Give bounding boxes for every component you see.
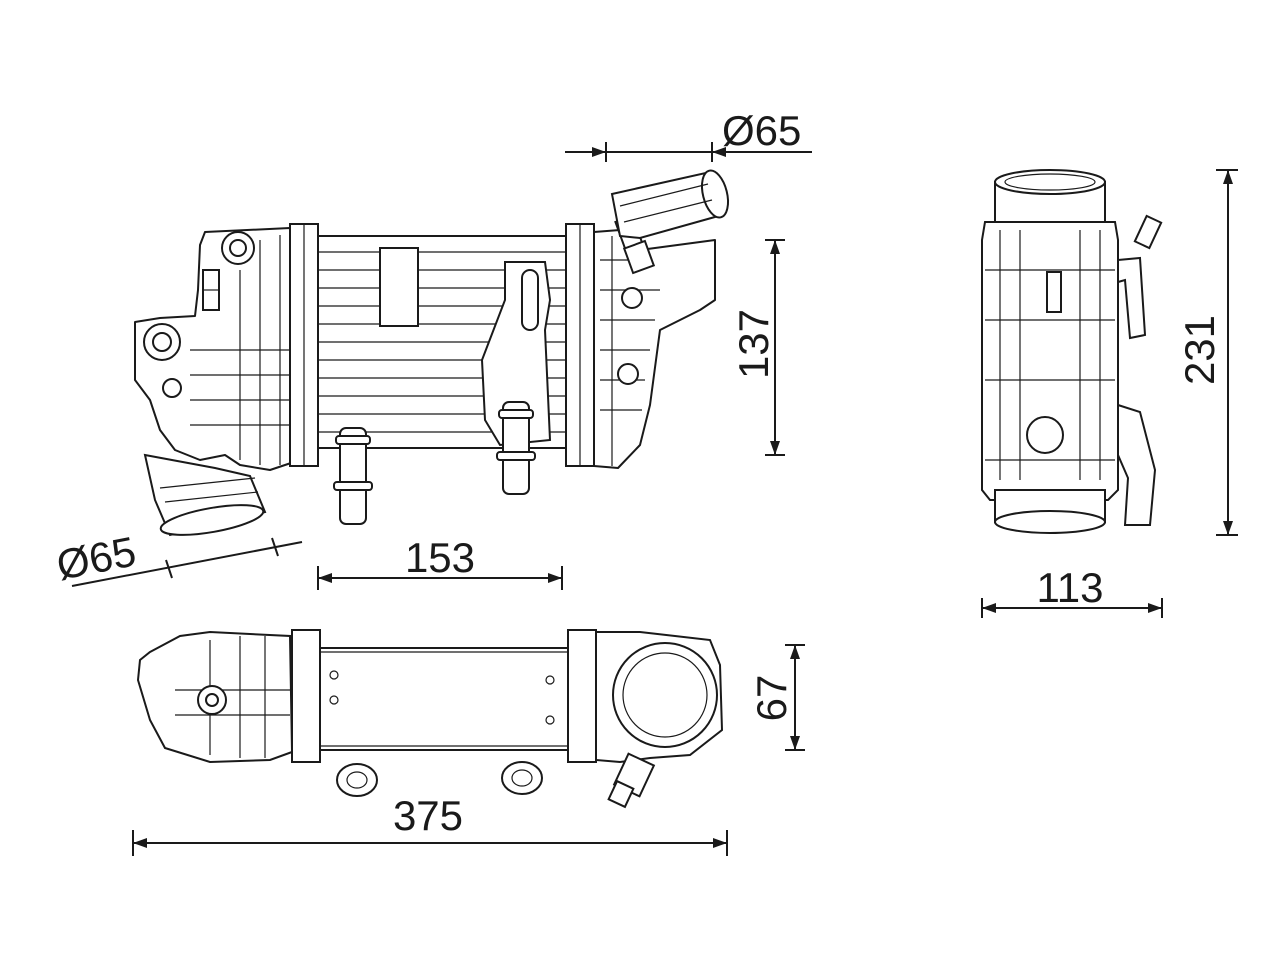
top-inlet-ring (612, 642, 718, 748)
top-inlet-pipe (610, 170, 724, 240)
side-coolant-pipe-lower (1117, 403, 1157, 526)
side-center-boss (1026, 416, 1064, 454)
label-inlet-bottom-diameter: Ø65 (53, 528, 140, 589)
coolant-pipe-left (333, 427, 373, 525)
side-coolant-pipe-upper (1117, 256, 1147, 340)
top-right-header (567, 629, 597, 763)
dim-overall-height (1216, 169, 1238, 536)
dim-core-width (317, 566, 563, 590)
side-bottom-opening (994, 510, 1106, 534)
side-sensor (1046, 271, 1062, 313)
label-overall-height: 231 (1176, 315, 1223, 385)
dim-inlet-bottom (71, 537, 303, 587)
dimension-lines (71, 142, 1238, 856)
left-tank-ribs (190, 235, 300, 465)
top-left-header (291, 629, 321, 763)
top-core (319, 647, 569, 751)
dim-core-height (765, 239, 785, 456)
side-right-sensor (1133, 214, 1163, 250)
top-view (136, 629, 724, 809)
left-upper-mount-boss (221, 231, 255, 265)
top-left-sensor (197, 685, 227, 715)
label-plate (379, 247, 419, 327)
label-core-height: 137 (730, 309, 777, 379)
dim-top-depth (785, 644, 805, 751)
front-view (134, 169, 730, 537)
dimension-labels: Ø65 Ø65 153 137 231 113 67 375 (53, 107, 1223, 839)
coolant-pipe-right (496, 401, 536, 495)
dim-overall-length (132, 830, 728, 856)
top-coolant-stub-right (501, 761, 543, 795)
bottom-inlet-opening (159, 504, 265, 536)
dim-side-width (981, 598, 1163, 618)
label-core-width: 153 (405, 534, 475, 581)
label-side-width: 113 (1037, 564, 1104, 611)
right-upper-bolt (621, 287, 643, 309)
dim-inlet-top (565, 142, 812, 162)
top-inlet-opening (700, 169, 730, 219)
label-top-depth: 67 (748, 675, 795, 722)
side-body (981, 221, 1119, 501)
top-right-sensor (607, 752, 656, 809)
left-lower-mount-hole (152, 332, 172, 352)
left-lower-mount-boss (143, 323, 181, 361)
coolant-pipe-slot (521, 269, 539, 331)
label-inlet-top-diameter: Ø65 (722, 107, 801, 154)
right-lower-bolt (617, 363, 639, 385)
side-ribs (985, 230, 1115, 480)
top-coolant-stub-left (336, 763, 378, 797)
right-tank-ribs (600, 236, 660, 466)
label-overall-length: 375 (393, 792, 463, 839)
left-bolt (162, 378, 182, 398)
side-view (981, 169, 1163, 534)
left-upper-mount-hole (229, 239, 247, 257)
